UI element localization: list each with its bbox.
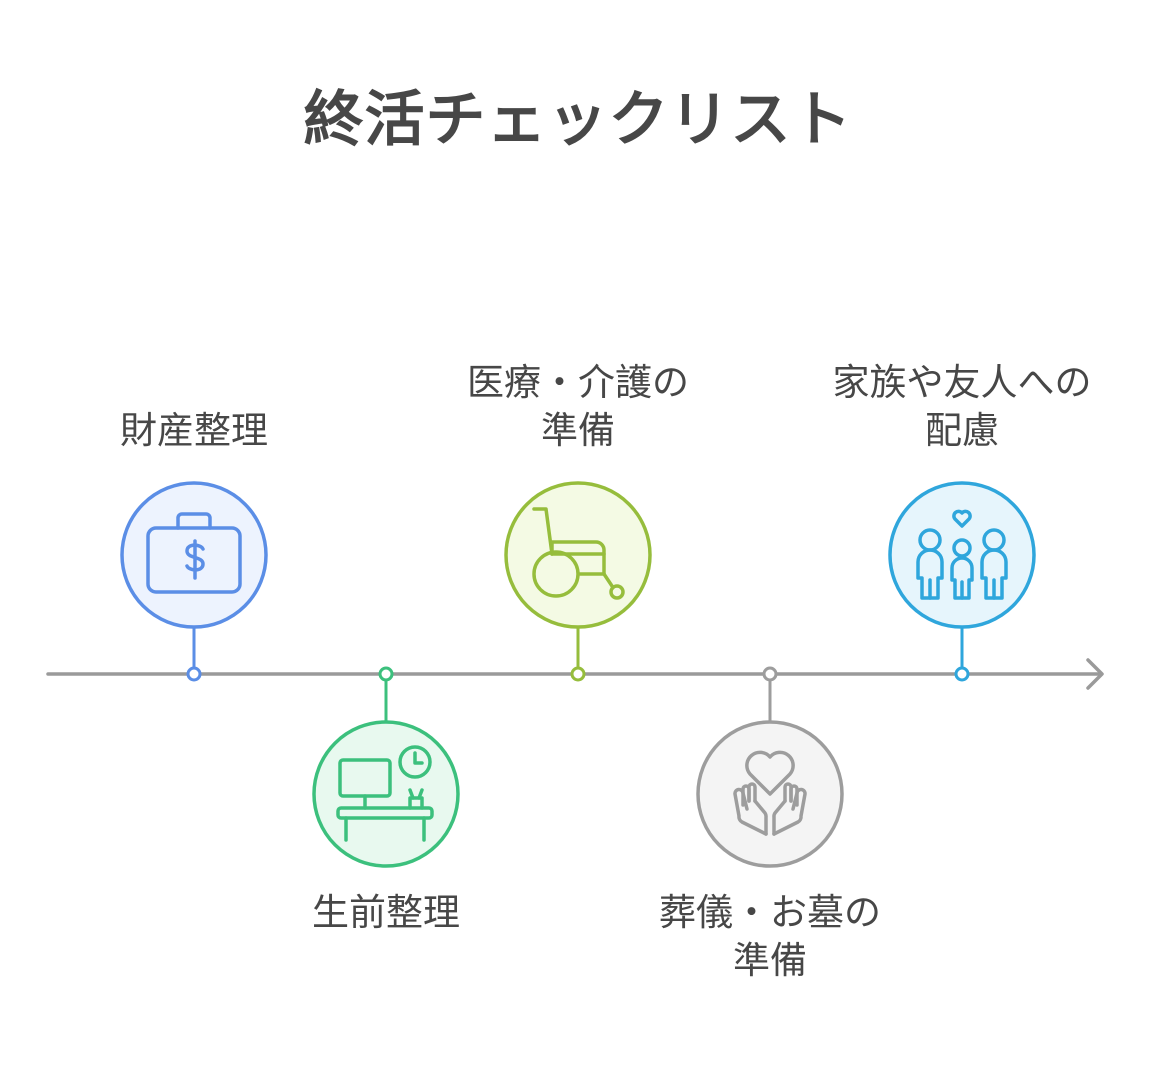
- money-briefcase-icon: [146, 512, 242, 594]
- step-label-funeral-grave: 葬儀・お墓の 準備: [620, 889, 920, 985]
- step-label-line: 財産整理: [120, 409, 268, 452]
- wheelchair-icon: [532, 507, 625, 600]
- step-label-medical-care: 医療・介護の 準備: [428, 359, 728, 455]
- hands-heart-icon: [733, 750, 807, 836]
- step-label-line: 葬儀・お墓の: [659, 891, 881, 934]
- step-label-line: 配慮: [925, 409, 999, 452]
- timeline-node: [186, 666, 202, 682]
- timeline-arrowhead-icon: [1086, 658, 1104, 690]
- step-label-family-friends: 家族や友人への 配慮: [812, 359, 1112, 455]
- step-funeral-grave: [696, 666, 844, 868]
- step-label-line: 家族や友人への: [832, 361, 1092, 404]
- step-label-line: 準備: [733, 939, 807, 982]
- step-label-line: 準備: [541, 409, 615, 452]
- step-label-life-cleanup: 生前整理: [236, 889, 536, 937]
- step-medical-care: [504, 481, 652, 682]
- family-heart-icon: [916, 509, 1008, 600]
- desk-computer-clock-icon: [336, 745, 434, 842]
- page-title: 終活チェックリスト: [303, 85, 853, 155]
- step-life-cleanup: [312, 666, 460, 868]
- step-label-line: 医療・介護の: [467, 361, 689, 404]
- step-family-friends: [888, 481, 1036, 682]
- timeline-node: [954, 666, 970, 682]
- step-label-finance: 財産整理: [44, 407, 344, 455]
- timeline-node: [762, 666, 778, 682]
- timeline-node: [378, 666, 394, 682]
- step-finance: [120, 481, 268, 682]
- timeline-node: [570, 666, 586, 682]
- icon-circle: [312, 720, 460, 868]
- step-label-line: 生前整理: [312, 891, 460, 934]
